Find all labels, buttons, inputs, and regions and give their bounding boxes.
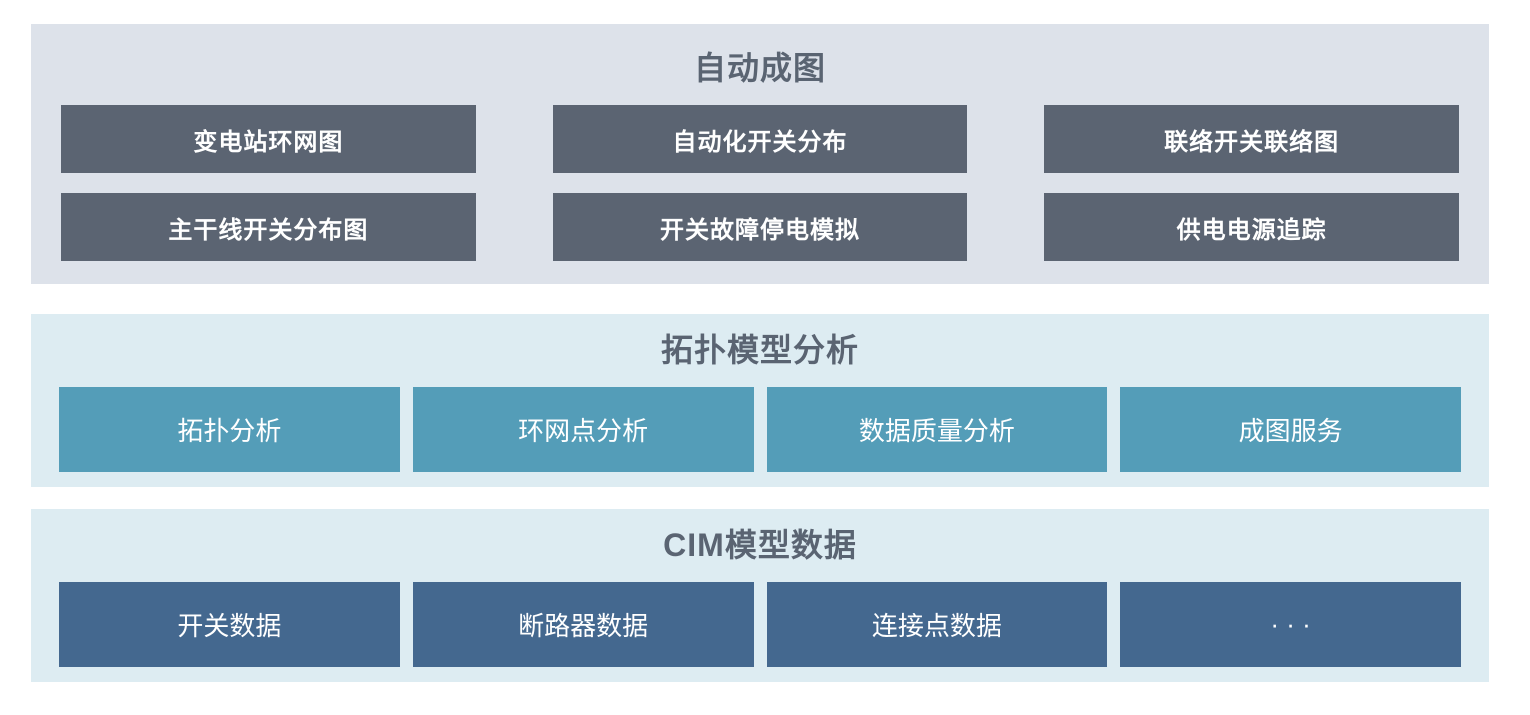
module-topology-analysis: 拓扑分析 <box>59 387 400 472</box>
module-switch-fault-outage-simulation: 开关故障停电模拟 <box>552 193 968 261</box>
module-automated-switch-distribution: 自动化开关分布 <box>552 105 968 173</box>
module-power-source-tracing: 供电电源追踪 <box>1044 193 1459 261</box>
module-diagram-generation-service: 成图服务 <box>1120 387 1461 472</box>
auto-diagram-grid: 变电站环网图 自动化开关分布 联络开关联络图 主干线开关分布图 开关故障停电模拟… <box>61 105 1459 261</box>
module-more-ellipsis: · · · <box>1120 582 1461 667</box>
section-title-auto-diagram: 自动成图 <box>693 50 826 86</box>
section-topology-model-analysis: 拓扑模型分析 拓扑分析 环网点分析 数据质量分析 成图服务 <box>31 314 1489 487</box>
module-substation-ring-diagram: 变电站环网图 <box>61 105 476 173</box>
module-trunk-line-switch-distribution-diagram: 主干线开关分布图 <box>61 193 476 261</box>
section-title-cim-model-data: CIM模型数据 <box>663 527 857 563</box>
module-switch-data: 开关数据 <box>59 582 400 667</box>
module-connection-point-data: 连接点数据 <box>766 582 1108 667</box>
architecture-diagram: 自动成图 变电站环网图 自动化开关分布 联络开关联络图 主干线开关分布图 开关故… <box>31 24 1489 682</box>
module-data-quality-analysis: 数据质量分析 <box>766 387 1108 472</box>
module-ring-network-point-analysis: 环网点分析 <box>412 387 754 472</box>
module-circuit-breaker-data: 断路器数据 <box>412 582 754 667</box>
section-auto-diagram: 自动成图 变电站环网图 自动化开关分布 联络开关联络图 主干线开关分布图 开关故… <box>31 24 1489 284</box>
cim-data-grid: 开关数据 断路器数据 连接点数据 · · · <box>59 582 1461 667</box>
module-tie-switch-connection-diagram: 联络开关联络图 <box>1044 105 1459 173</box>
topology-analysis-grid: 拓扑分析 环网点分析 数据质量分析 成图服务 <box>59 387 1461 472</box>
section-cim-model-data: CIM模型数据 开关数据 断路器数据 连接点数据 · · · <box>31 509 1489 682</box>
section-title-topology-model-analysis: 拓扑模型分析 <box>660 332 859 368</box>
